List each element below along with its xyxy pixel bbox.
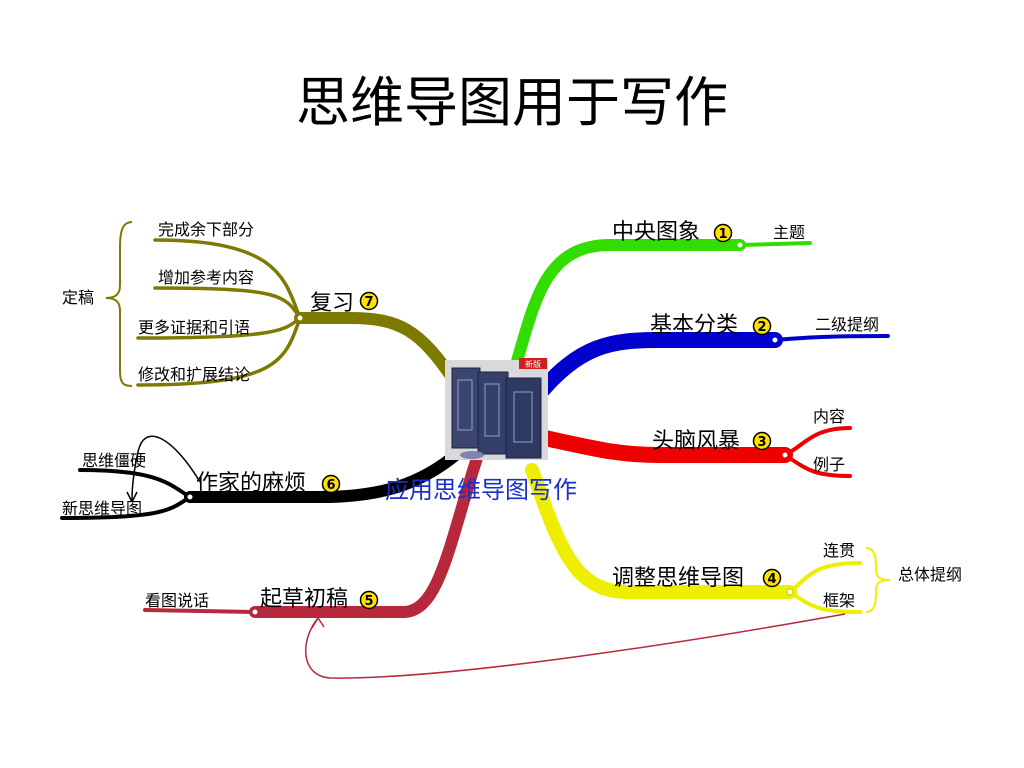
branch-3-number: 3 <box>757 435 766 450</box>
branch-6: 作家的麻烦 6 思维僵硬 新思维导图 <box>60 435 464 520</box>
book-2 <box>477 371 509 455</box>
branch-5-stem <box>249 449 484 618</box>
branch-4-leaf-1: 连贯 <box>823 541 855 560</box>
branch-3-leaf-1: 内容 <box>813 407 845 426</box>
branch-4: 调整思维导图 4 连贯 框架 总体提纲 <box>525 463 962 614</box>
branch-7-stem <box>294 312 461 388</box>
branch-7-label: 复习 <box>310 291 354 316</box>
branch-2-stem <box>530 332 783 403</box>
branch-2-number: 2 <box>757 320 766 335</box>
branch-5-number: 5 <box>364 594 373 609</box>
branch-6-leaf-line-2 <box>60 495 192 520</box>
branch-6-number: 6 <box>326 478 335 493</box>
branch-7-leaf-line-3 <box>136 316 302 340</box>
book-3 <box>505 377 542 459</box>
branch-4-label: 调整思维导图 <box>612 566 744 591</box>
branch-5: 起草初稿 5 看图说话 <box>143 449 846 679</box>
branch-7-leaf-line-4 <box>136 316 302 387</box>
branch-4-stem <box>525 463 797 599</box>
center-label: 应用思维导图写作 <box>385 476 577 504</box>
branch-1-number: 1 <box>718 227 727 242</box>
slide-title: 思维导图用于写作 <box>296 71 728 134</box>
branch-4-number: 4 <box>767 572 776 587</box>
branch-3-leaf-2: 例子 <box>813 455 845 474</box>
branch-1-stem <box>509 239 746 374</box>
branch-1-number-badge <box>713 223 733 243</box>
branch-6-loop-arrow <box>131 435 201 501</box>
branch-3: 头脑风暴 3 内容 例子 <box>537 407 852 478</box>
branch-1-leaf-1: 主题 <box>773 223 805 242</box>
central-image: 新版 <box>445 358 548 460</box>
branch-4-leaf-line-1 <box>788 561 862 594</box>
branch-4-leaf-2: 框架 <box>823 591 855 610</box>
branch-2: 基本分类 2 二级提纲 <box>530 313 890 403</box>
branch-4-leaf-line-2 <box>788 590 862 614</box>
branch-7-summary-brace <box>105 221 133 387</box>
branch-6-loop-arrowhead <box>126 491 138 503</box>
branch-4-summary: 总体提纲 <box>898 565 962 584</box>
branch-1-label: 中央图象 <box>612 220 700 245</box>
branch-2-number-badge <box>752 316 772 336</box>
branch-6-stem <box>184 447 464 503</box>
branch-7-number-badge <box>359 291 379 311</box>
branch-2-leaf-1: 二级提纲 <box>815 315 879 334</box>
branch-6-leaf-1: 思维僵硬 <box>82 451 146 470</box>
branch-3-leaf-line-1 <box>783 426 852 457</box>
branch-6-leaf-line-1 <box>78 468 192 499</box>
branch-1-leaf-line <box>738 241 812 247</box>
branch-5-label: 起草初稿 <box>260 587 348 612</box>
branch-5-leaf-1: 看图说话 <box>145 591 209 610</box>
branch-6-leaf-2: 新思维导图 <box>62 499 142 518</box>
branch-5-number-badge <box>359 590 379 610</box>
relationship-arrowhead <box>311 617 325 629</box>
branch-7-leaf-2: 增加参考内容 <box>158 268 254 287</box>
branch-3-number-badge <box>752 431 772 451</box>
branch-3-label: 头脑风暴 <box>652 429 740 454</box>
branch-3-stem <box>537 430 793 463</box>
branch-3-leaf-line-2 <box>783 453 852 478</box>
branch-7-leaf-line-1 <box>153 238 302 320</box>
branch-6-number-badge <box>321 474 341 494</box>
branch-1: 中央图象 1 主题 <box>509 220 812 374</box>
center-badge <box>519 358 547 369</box>
branch-4-number-badge <box>762 568 782 588</box>
branch-7-number: 7 <box>364 295 373 310</box>
branch-7: 复习 7 完成余下部分 增加参考内容 更多证据和引语 修改和扩展结论 定稿 <box>62 220 461 388</box>
book-1 <box>451 367 481 449</box>
relationship-arrow <box>305 613 846 679</box>
branch-7-summary: 定稿 <box>62 288 94 307</box>
center-badge-text: 新版 <box>525 359 541 369</box>
branch-7-leaf-3: 更多证据和引语 <box>138 318 250 337</box>
branch-4-summary-brace <box>865 547 891 613</box>
branch-7-leaf-4: 修改和扩展结论 <box>138 365 250 384</box>
branch-2-label: 基本分类 <box>650 313 738 338</box>
branch-7-leaf-1: 完成余下部分 <box>158 220 254 239</box>
branch-5-leaf-line <box>143 608 257 614</box>
branch-2-leaf-line <box>773 334 890 342</box>
branch-6-label: 作家的麻烦 <box>196 471 306 496</box>
branch-7-leaf-line-2 <box>153 286 302 320</box>
